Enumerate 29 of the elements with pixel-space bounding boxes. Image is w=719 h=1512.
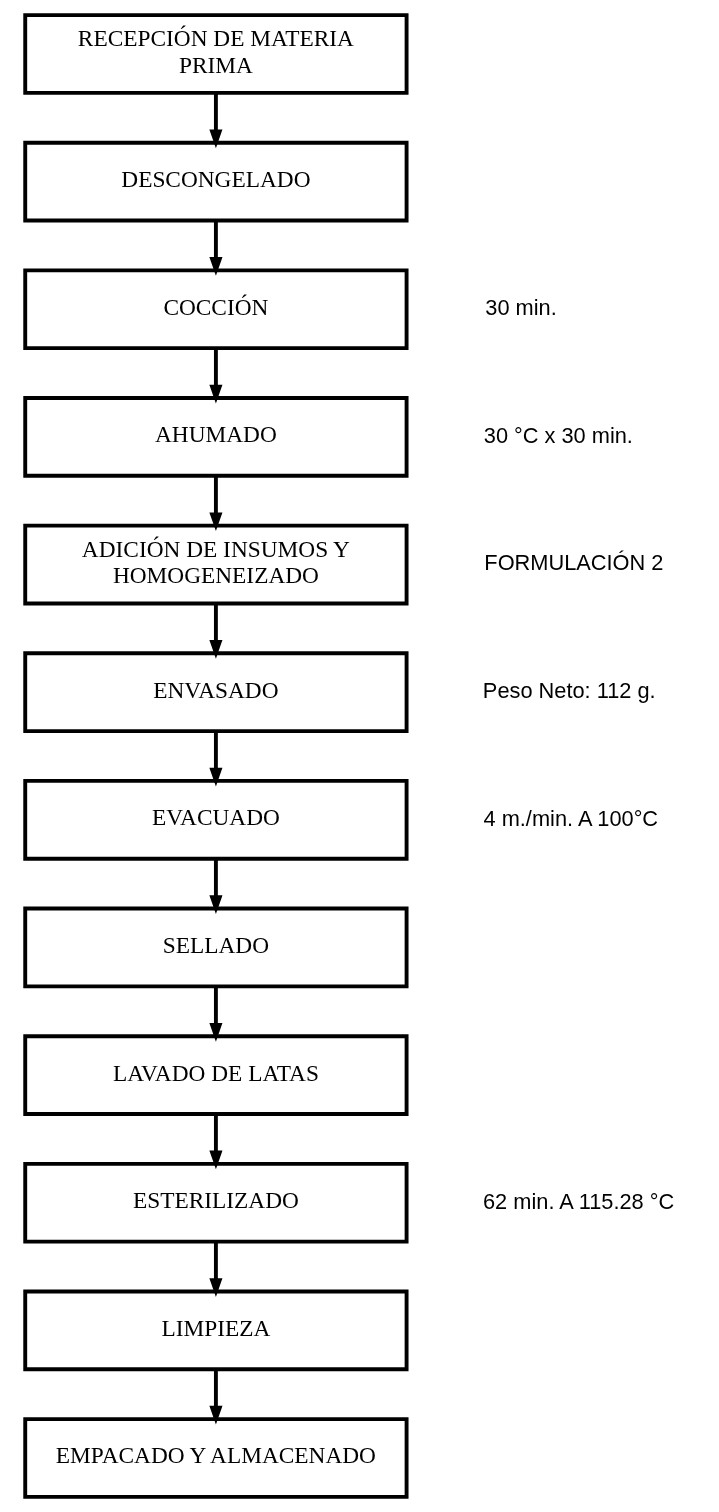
node-box: DESCONGELADO: [23, 140, 409, 223]
node-box: EMPACADO Y ALMACENADO: [23, 1417, 409, 1499]
node-box: ADICIÓN DE INSUMOS Y HOMOGENEIZADO: [23, 523, 409, 606]
node-box: EVACUADO: [23, 778, 409, 861]
arrow: [209, 731, 223, 787]
arrow: [209, 1114, 223, 1170]
arrow: [209, 1241, 223, 1297]
node-box: RECEPCIÓN DE MATERIA PRIMA: [23, 13, 409, 95]
arrow: [209, 986, 223, 1042]
node-box: COCCIÓN: [23, 268, 409, 351]
arrow: [209, 220, 223, 276]
node-box: AHUMADO: [23, 396, 409, 478]
arrow: [209, 1369, 223, 1425]
node-box: ENVASADO: [23, 651, 409, 734]
arrow: [209, 348, 223, 404]
arrow: [209, 603, 223, 659]
node-label: 62 min. A 115.28 °C: [483, 1188, 675, 1214]
node-box: ESTERILIZADO: [23, 1161, 409, 1244]
node-box: LAVADO DE LATAS: [23, 1034, 409, 1116]
node-box: LIMPIEZA: [23, 1289, 409, 1372]
arrow: [209, 858, 223, 915]
node-label: Peso Neto: 112 g.: [482, 677, 656, 703]
node-label: FORMULACIÓN 2: [484, 550, 664, 576]
node-label: 4 m./min. A 100°C: [483, 805, 659, 831]
node-label: 30 °C x 30 min.: [483, 422, 633, 448]
node-label: 30 min.: [485, 295, 557, 321]
node-box: SELLADO: [23, 906, 409, 989]
arrow: [209, 475, 223, 532]
arrow: [209, 92, 223, 149]
